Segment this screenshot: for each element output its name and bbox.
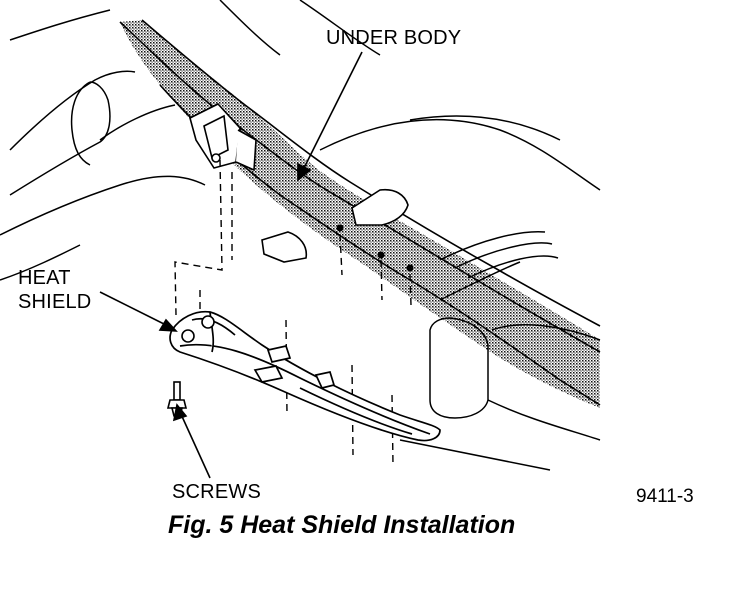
screws-leader — [179, 411, 211, 479]
heat-shield-part — [169, 310, 441, 442]
tunnel-brackets — [261, 188, 409, 263]
under-body-leader — [301, 51, 363, 173]
tunnel-fastener-holes — [336, 224, 414, 272]
under-body-label: UNDER BODY — [326, 27, 462, 49]
figure-number: 9411-3 — [636, 486, 694, 507]
floor-panel-left — [0, 0, 381, 281]
figure-caption: Fig. 5 Heat Shield Installation — [168, 511, 516, 539]
screws-label: SCREWS — [172, 481, 261, 503]
heat-shield-leader — [99, 291, 169, 327]
heat-shield-label: HEAT SHIELD — [18, 266, 91, 314]
heat-shield-label-line1: HEAT — [18, 267, 71, 289]
underbody-bracket — [189, 103, 257, 172]
heat-shield-label-line2: SHIELD — [18, 291, 92, 313]
heat-shield-mounting-holes — [181, 315, 215, 343]
callout-arrows — [99, 51, 363, 479]
floor-panel-right — [319, 115, 601, 471]
